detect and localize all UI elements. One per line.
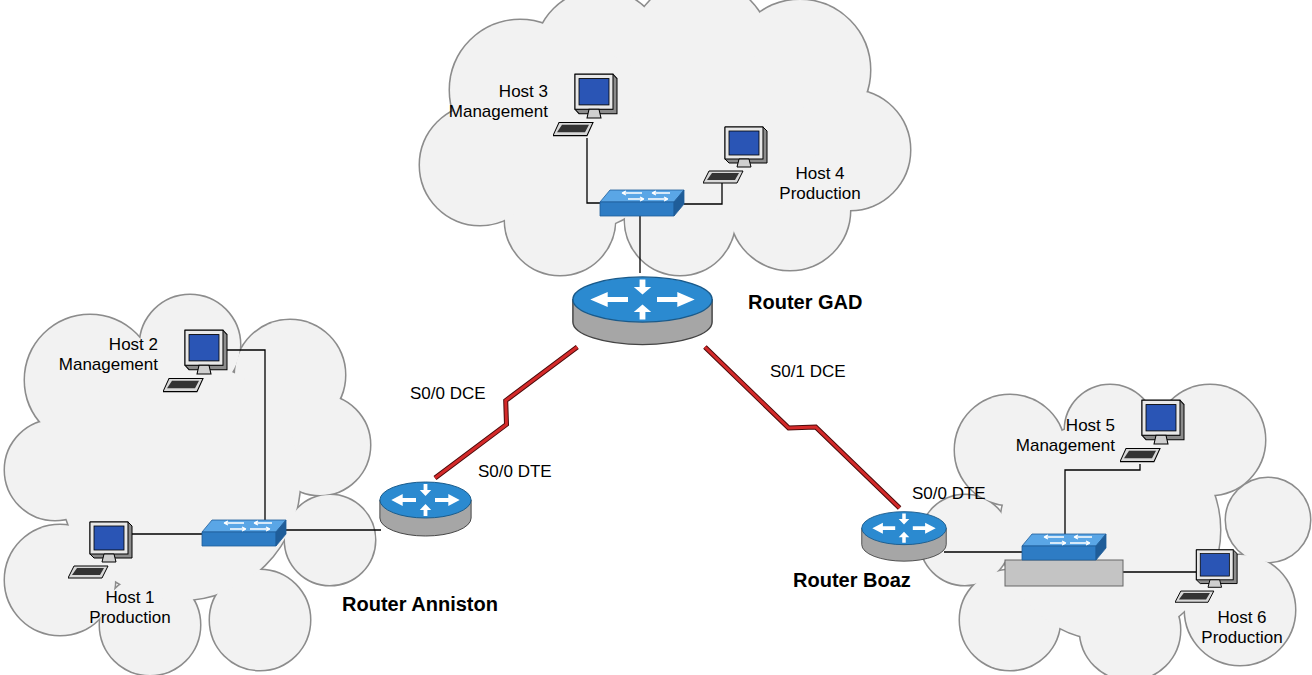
router-label: Router Boaz [793,568,911,592]
switch-icon [202,520,286,546]
router-node: Router Boaz [860,508,948,563]
pc-icon [163,328,231,396]
serial-link-line [435,347,577,478]
router-label: Router Anniston [342,592,498,616]
host-label: Host 6 Production [1190,608,1294,648]
serial-link [705,347,900,508]
serial-link [435,347,577,478]
host-node: Host 3 Management [553,72,621,140]
host-node: Host 1 Production [68,520,136,582]
cloud-left [5,295,375,675]
cloud-right [920,385,1310,675]
pc-icon [68,520,136,582]
pc-icon [1175,548,1241,606]
interface-label: S0/0 DCE [410,384,486,404]
ethernet-wires [132,138,1197,572]
router-icon [860,508,948,563]
host-label: Host 2 Management [48,335,158,375]
host-node: Host 2 Management [163,328,231,396]
pc-icon [553,72,621,140]
host-node: Host 5 Management [1120,398,1188,466]
switch-icon [1022,534,1106,560]
serial-link-line [705,347,900,508]
host-node: Host 4 Production [703,125,771,187]
serial-link-outline [705,347,900,508]
interface-label: S0/0 DTE [912,484,986,504]
serial-link-outline [435,347,577,478]
router-node: Router GAD [570,272,715,347]
switch-icon [600,190,684,216]
host-label: Host 4 Production [765,164,875,204]
interface-label: S0/1 DCE [770,362,846,382]
pc-icon [1120,398,1188,466]
host-label: Host 3 Management [440,82,548,122]
router-icon [378,478,473,538]
router-node: Router Anniston [378,478,473,538]
host-node: Host 6 Production [1175,548,1241,606]
router-icon [570,272,715,347]
switch-base [1005,560,1123,586]
host-label: Host 5 Management [1005,416,1115,456]
host-label: Host 1 Production [75,588,185,628]
cloud-top [420,0,910,275]
interface-label: S0/0 DTE [478,462,552,482]
pc-icon [703,125,771,187]
router-label: Router GAD [748,290,862,314]
